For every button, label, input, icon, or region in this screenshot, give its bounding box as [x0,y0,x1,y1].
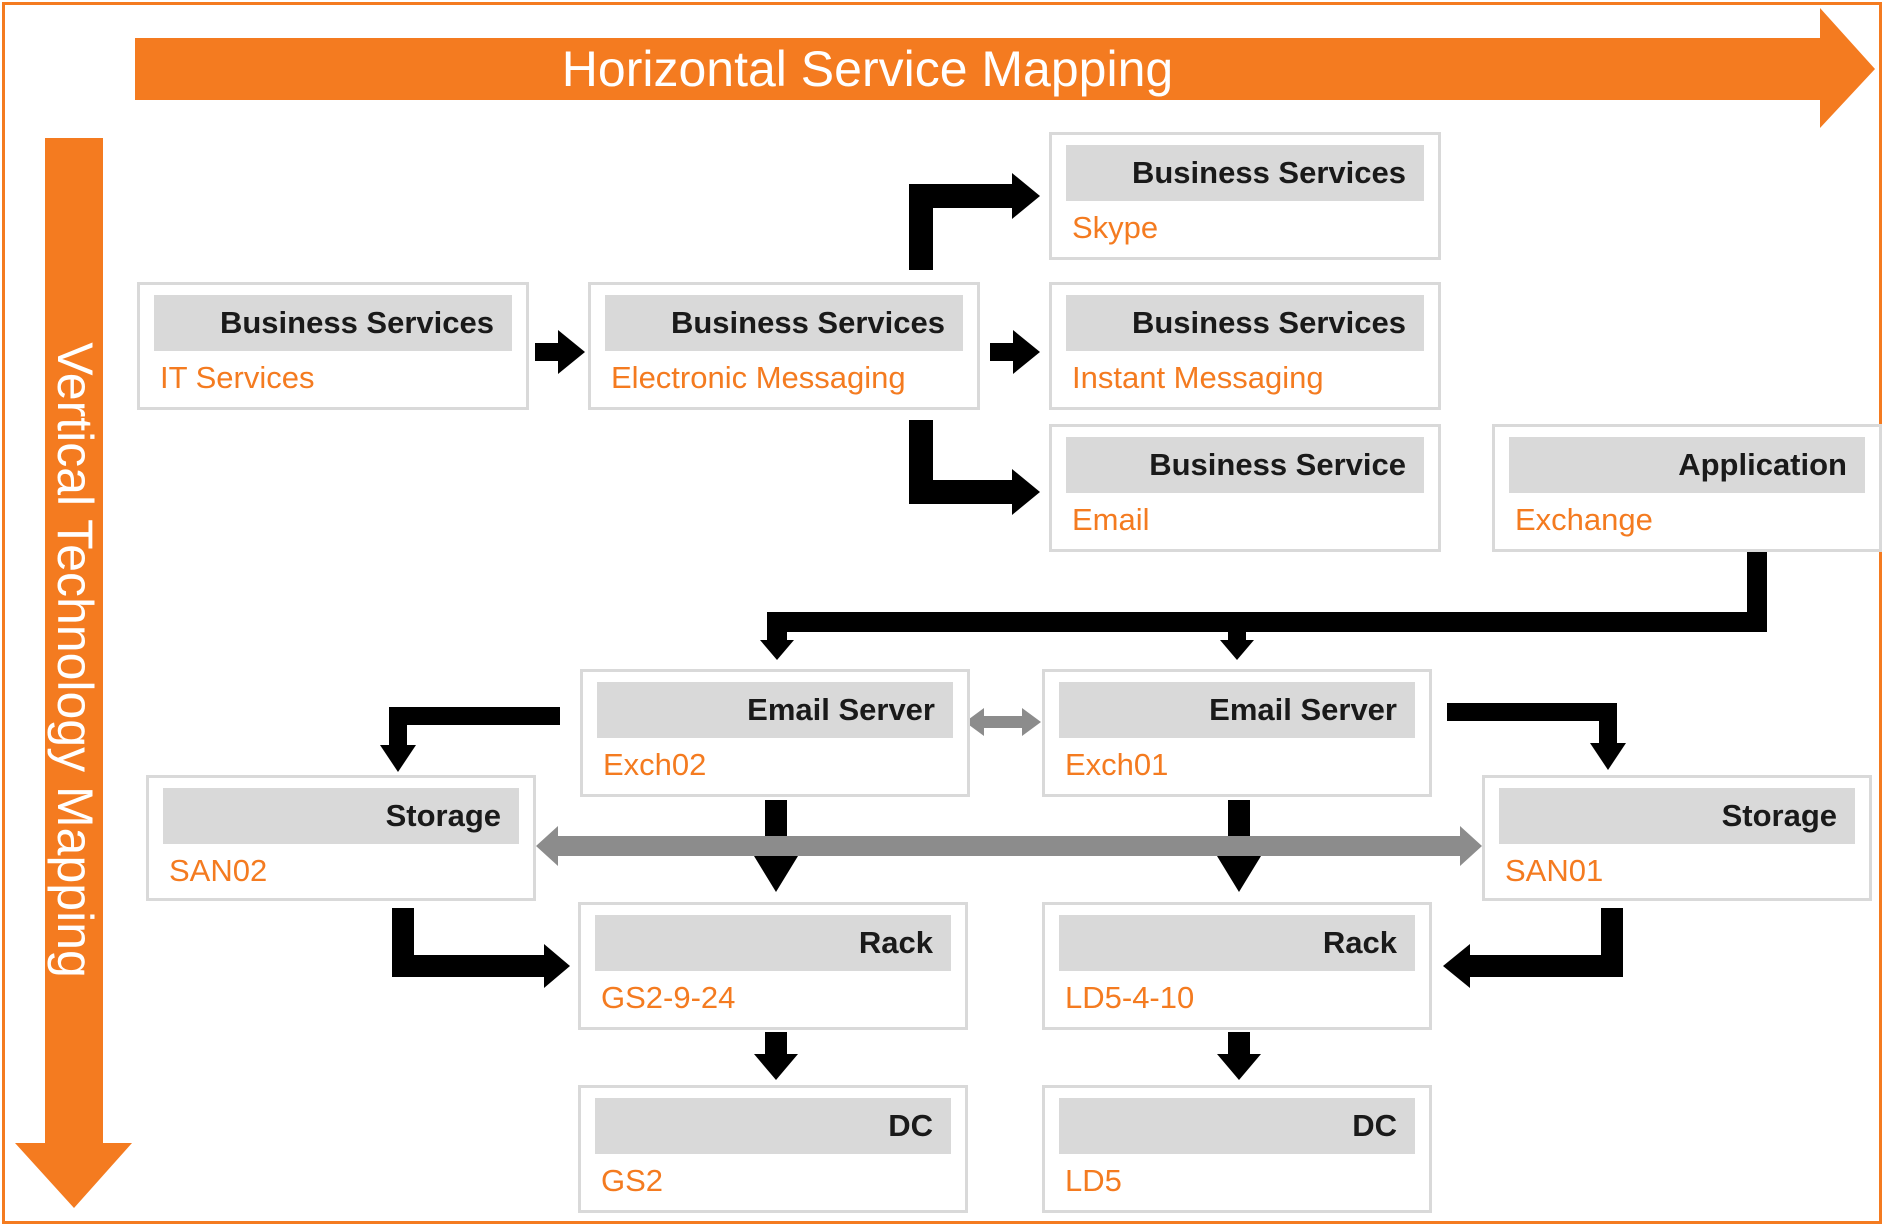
node-name-label: LD5 [1065,1163,1122,1198]
arrow-em-to-email [909,420,1040,515]
node-san01: Storage SAN01 [1482,775,1872,901]
node-instant-messaging: Business Services Instant Messaging [1049,282,1441,410]
node-type-label: Business Services [1066,145,1424,201]
node-rack-gs2: Rack GS2-9-24 [578,902,968,1030]
arrow-em-to-im [990,330,1040,374]
node-email: Business Service Email [1049,424,1441,552]
node-type-label: Storage [163,788,519,844]
node-name-label: Exch01 [1065,747,1169,782]
arrow-rack-to-dc-ld5 [1217,1032,1261,1080]
node-exchange: Application Exchange [1492,424,1882,552]
node-dc-gs2: DC GS2 [578,1085,968,1213]
link-exch02-exch01 [965,708,1041,736]
horizontal-banner-arrow [135,8,1875,128]
node-type-label: Email Server [1059,682,1415,738]
node-name-label: Skype [1072,210,1159,245]
node-san02: Storage SAN02 [146,775,536,901]
arrow-san01-to-rack [1443,908,1623,988]
node-name-label: Email [1072,502,1150,537]
node-type-label: Rack [1059,915,1415,971]
connector-arrows [380,173,1767,1080]
node-rack-ld5: Rack LD5-4-10 [1042,902,1432,1030]
node-type-label: Application [1509,437,1865,493]
node-type-label: DC [595,1098,951,1154]
horizontal-service-mapping-label: Horizontal Service Mapping [561,41,1174,97]
node-type-label: Business Services [1066,295,1424,351]
arrow-it-to-em [535,330,585,374]
node-name-label: GS2 [601,1163,664,1198]
link-san02-san01 [536,826,1482,866]
vertical-technology-mapping-text: Vertical Technology Mapping [47,342,104,978]
node-it-services: Business Services IT Services [137,282,529,410]
node-name-label: Instant Messaging [1072,360,1324,395]
node-exch02: Email Server Exch02 [580,669,970,797]
node-type-label: Storage [1499,788,1855,844]
node-type-label: Business Service [1066,437,1424,493]
arrow-em-to-skype [909,173,1040,270]
node-skype: Business Services Skype [1049,132,1441,260]
vertical-technology-mapping-label: Vertical Technology Mapping [45,330,105,990]
arrow-exch01-to-san01 [1447,703,1626,770]
node-type-label: Email Server [597,682,953,738]
node-name-label: Exchange [1515,502,1653,537]
node-exch01: Email Server Exch01 [1042,669,1432,797]
node-name-label: GS2-9-24 [601,980,736,1015]
node-name-label: Electronic Messaging [611,360,906,395]
vertical-banner-arrow [15,138,132,1208]
node-name-label: SAN01 [1505,853,1604,888]
node-type-label: Business Services [154,295,512,351]
arrow-san02-to-rack [392,908,570,988]
node-name-label: Exch02 [603,747,707,782]
node-type-label: DC [1059,1098,1415,1154]
arrow-exch02-to-san02 [380,707,560,772]
node-name-label: IT Services [160,360,315,395]
arrow-exchange-to-servers [760,550,1767,660]
node-dc-ld5: DC LD5 [1042,1085,1432,1213]
node-name-label: SAN02 [169,853,268,888]
node-type-label: Rack [595,915,951,971]
arrow-rack-to-dc-gs2 [754,1032,798,1080]
node-type-label: Business Services [605,295,963,351]
node-name-label: LD5-4-10 [1065,980,1195,1015]
node-electronic-messaging: Business Services Electronic Messaging [588,282,980,410]
